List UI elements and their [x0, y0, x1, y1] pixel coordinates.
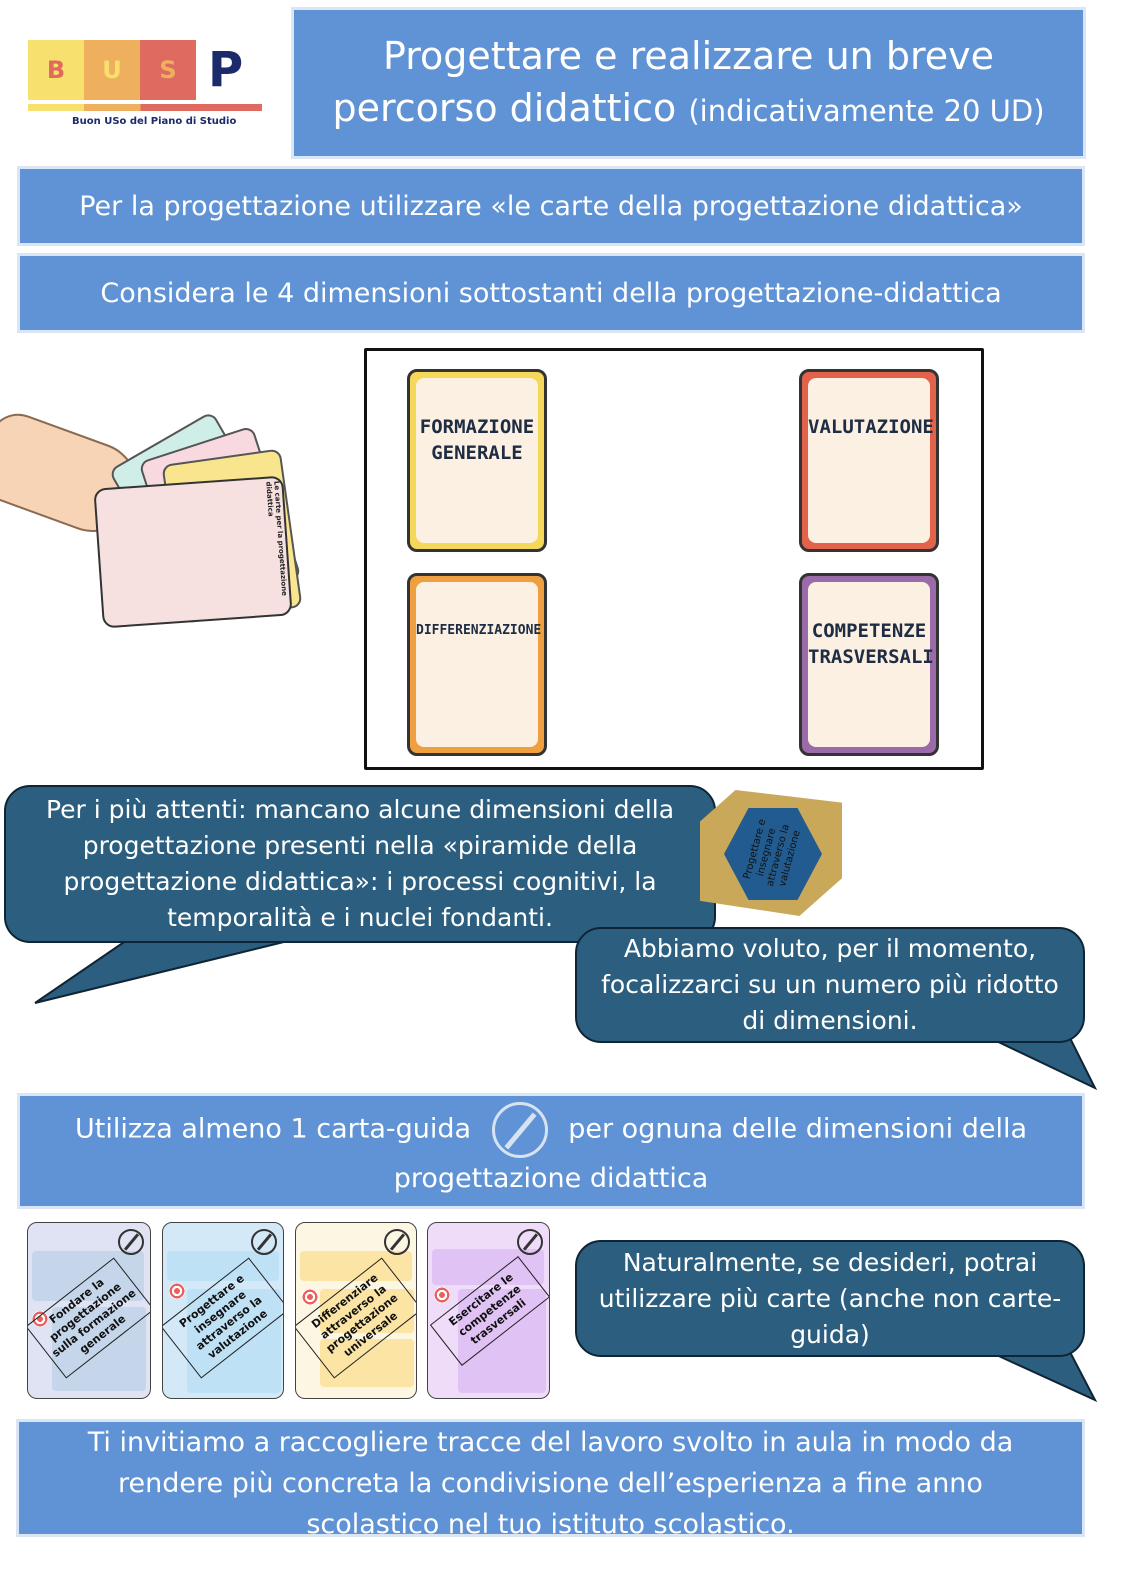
card-label: DIFFERENZIAZIONE — [416, 582, 541, 747]
compass-icon — [118, 1229, 144, 1255]
title-note: (indicativamente 20 UD) — [688, 93, 1045, 128]
logo-tagline: Buon USo del Piano di Studio — [72, 116, 237, 127]
header-title: Progettare e realizzare un breve percors… — [291, 7, 1086, 159]
logo-letter: U — [84, 40, 140, 100]
logo-letter: B — [28, 40, 84, 100]
hexagon-die-illustration: Progettare e insegnare attraverso la val… — [700, 790, 842, 916]
speech-bubble-more-cards: Naturalmente, se desideri, potrai utiliz… — [575, 1240, 1085, 1357]
logo-letter: P — [208, 42, 244, 98]
compass-icon — [491, 1102, 548, 1158]
guide-text: per ognuna delle dimensioni della — [568, 1113, 1027, 1145]
card-valutazione: VALUTAZIONE — [799, 369, 939, 552]
compass-icon — [251, 1229, 277, 1255]
logo: B U S P Buon USo del Piano di Studio — [28, 40, 264, 132]
target-icon — [302, 1289, 318, 1305]
guide-text: Utilizza almeno 1 carta-guida — [75, 1113, 472, 1145]
cards-instruction: Per la progettazione utilizzare «le cart… — [17, 166, 1085, 246]
hexagon-text: Progettare e insegnare attraverso la val… — [741, 817, 803, 888]
card-competenze-trasversali: COMPETENZE TRASVERSALI — [799, 573, 939, 756]
guide-card: Progettare e insegnare attraverso la val… — [162, 1222, 284, 1399]
compass-icon — [517, 1229, 543, 1255]
speech-bubble-focus: Abbiamo voluto, per il momento, focalizz… — [575, 927, 1085, 1043]
card-label: FORMAZIONE GENERALE — [416, 378, 538, 543]
final-invitation: Ti invitiamo a raccogliere tracce del la… — [16, 1419, 1085, 1537]
card-label: COMPETENZE TRASVERSALI — [808, 582, 934, 747]
title-main: percorso didattico — [332, 85, 677, 130]
dimensions-instruction: Considera le 4 dimensioni sottostanti de… — [17, 253, 1085, 333]
title-line: Progettare e realizzare un breve — [383, 33, 994, 78]
guide-line: Utilizza almeno 1 carta-guida per ognuna… — [75, 1102, 1027, 1158]
guide-card-instruction: Utilizza almeno 1 carta-guida per ognuna… — [17, 1093, 1085, 1209]
guide-card: Esercitare le competenze trasversali — [427, 1222, 550, 1399]
target-icon — [32, 1311, 48, 1327]
dimensions-frame — [364, 348, 984, 770]
card-formazione-generale: FORMAZIONE GENERALE — [407, 369, 547, 552]
target-icon — [169, 1283, 185, 1299]
compass-icon — [384, 1229, 410, 1255]
logo-letter: S — [140, 40, 196, 100]
title-line: percorso didattico (indicativamente 20 U… — [332, 82, 1044, 137]
target-icon — [434, 1287, 450, 1303]
guide-card: Differenziare attraverso la progettazion… — [295, 1222, 417, 1399]
guide-line: progettazione didattica — [393, 1163, 709, 1194]
speech-bubble-attenti: Per i più attenti: mancano alcune dimens… — [4, 785, 716, 943]
card-label: VALUTAZIONE — [808, 378, 934, 543]
card-differenziazione: DIFFERENZIAZIONE — [407, 573, 547, 756]
guide-card: Fondare la progettazione sulla formazion… — [27, 1222, 151, 1399]
